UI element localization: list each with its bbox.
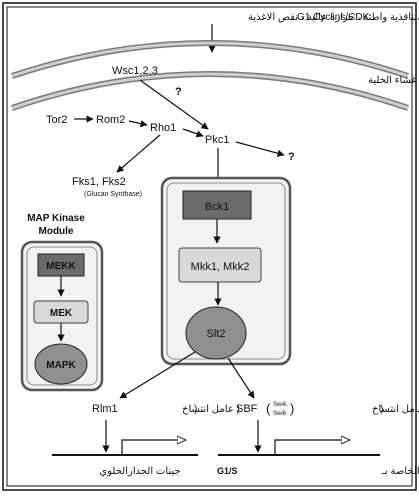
pkc1-label: Pkc1 xyxy=(205,134,229,146)
mek-label: MEK xyxy=(50,308,73,319)
rho1-to-pkc1-arrow xyxy=(182,128,204,138)
fks-label: Fks1, Fks2 xyxy=(72,176,126,188)
slt2-to-rlm1-arrow xyxy=(119,351,196,399)
rho1-to-fks-arrow xyxy=(116,134,161,173)
sbf-close-paren: ) xyxy=(380,404,383,415)
swi4-label: Swi4, xyxy=(273,402,288,408)
rom2-label: Rom2 xyxy=(96,114,125,126)
rlm1-label: Rlm1 xyxy=(92,403,118,415)
mapk-label: MAPK xyxy=(46,360,76,371)
slt2-to-sbf-arrow xyxy=(227,357,255,399)
map-module-title-line1: MAP Kinase xyxy=(27,213,85,224)
mapk-node xyxy=(34,343,88,385)
bck1-label: Bck1 xyxy=(205,201,229,213)
right-transcription-arrow xyxy=(274,440,350,455)
rlm1-description: ( عامل انتساخ xyxy=(182,404,240,415)
question-upper: ? xyxy=(175,86,182,98)
slt2-node xyxy=(185,306,247,360)
right-gene-phase: G1/S xyxy=(217,466,238,476)
left-gene-label: جينات الجدارالخلوي xyxy=(99,466,180,477)
signal-inputs-arabic: فرمونات،تنافذية واطئة ، حرارة عالية ، نق… xyxy=(248,12,419,23)
svg-text:(: ( xyxy=(266,401,271,416)
map-module-title-line2: Module xyxy=(39,226,74,237)
mekk-label: MEKK xyxy=(46,261,76,272)
rho1-label: Rho1 xyxy=(150,122,176,134)
mkk-box xyxy=(178,247,262,283)
wsc-to-pkc1-arrow xyxy=(139,79,209,130)
rom2-to-rho1-arrow xyxy=(128,120,148,128)
sbf-label: SBF xyxy=(236,403,258,415)
wsc-label: Wsc1,2,3 xyxy=(112,65,158,77)
mkk-label: Mkk1, Mkk2 xyxy=(191,261,250,273)
signal-inputs-latin: G1 Cyclins/CDK xyxy=(297,12,370,23)
inner-frame xyxy=(6,6,413,487)
swi6-label: Swi6 xyxy=(273,411,287,417)
question-right: ? xyxy=(288,151,295,163)
pkc1-to-unknown-arrow xyxy=(235,141,285,157)
glucan-synthase-label: (Glucan Synthase) xyxy=(84,191,142,198)
membrane-label: غشاء الخلية xyxy=(368,75,417,86)
svg-text:): ) xyxy=(290,401,294,416)
slt2-label: Slt2 xyxy=(207,328,226,340)
rlm1-close-paren: ) xyxy=(194,404,197,415)
left-transcription-arrow xyxy=(121,440,186,455)
sbf-description: ( عامل انتساخ xyxy=(372,404,419,415)
tor2-label: Tor2 xyxy=(46,114,67,126)
right-gene-label: جينات الجدار الخلوي الخاصة بـ xyxy=(381,466,419,477)
